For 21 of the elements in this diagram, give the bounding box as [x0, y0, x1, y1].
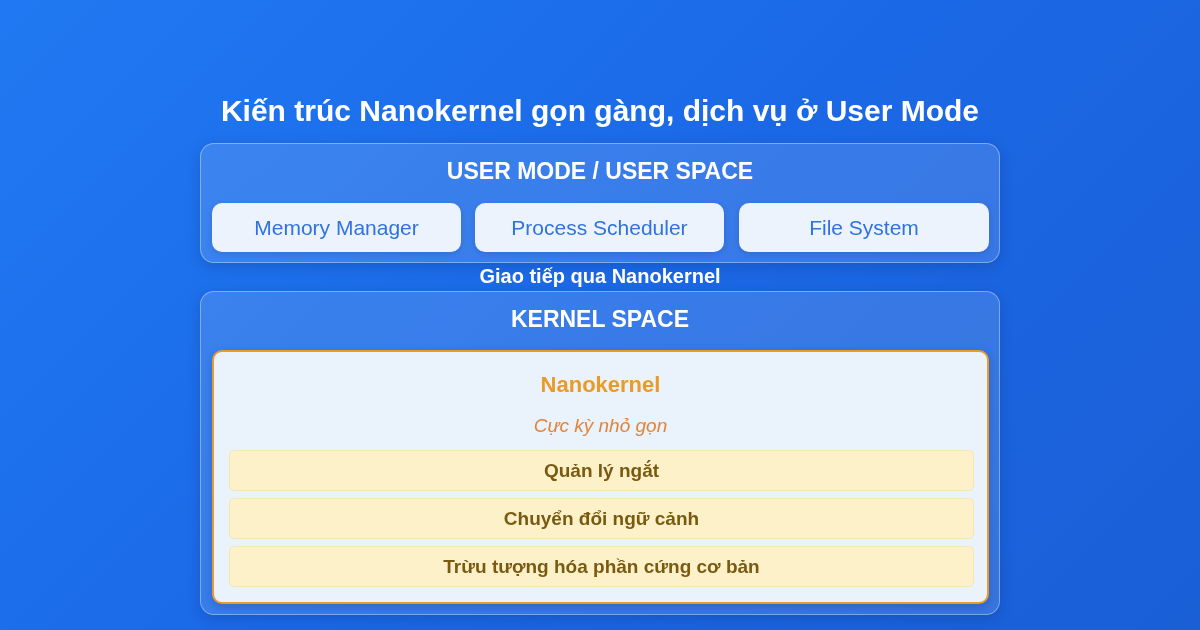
- function-box: [229, 498, 974, 539]
- service-label: Process Scheduler: [510, 216, 689, 240]
- nanokernel-heading: Nanokernel: [539, 372, 662, 398]
- service-label: Memory Manager: [253, 216, 420, 240]
- service-box: [475, 203, 724, 252]
- title: Kiến trúc Nanokernel gọn gàng, dịch vụ ở User Mode: [219, 94, 981, 128]
- interface-caption: Giao tiếp qua Nanokernel: [478, 265, 722, 288]
- function-label: Chuyển đổi ngữ cảnh: [502, 508, 701, 530]
- layer-heading: KERNEL SPACE: [509, 306, 691, 333]
- service-box: [212, 203, 461, 252]
- function-label: Quản lý ngắt: [542, 460, 661, 482]
- function-label: Trừu tượng hóa phần cứng cơ bản: [442, 556, 761, 578]
- function-box: [229, 546, 974, 587]
- service-box: [739, 203, 989, 252]
- service-label: File System: [808, 216, 920, 240]
- layer-heading: USER MODE / USER SPACE: [445, 158, 755, 185]
- nanokernel-box: [212, 350, 989, 604]
- function-box: [229, 450, 974, 491]
- layer-panel: [200, 143, 1000, 263]
- layer-panel: [200, 291, 1000, 615]
- nanokernel-subtitle: Cực kỳ nhỏ gọn: [532, 415, 669, 437]
